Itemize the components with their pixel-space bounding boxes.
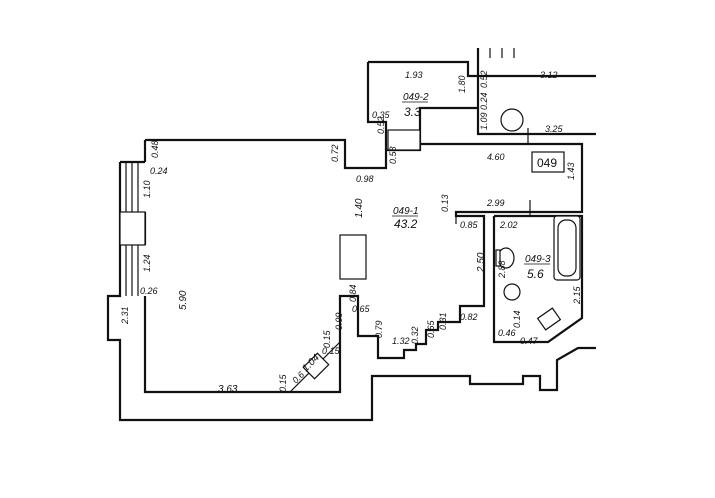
dim-label: 0.65 [426,319,436,338]
room-049-3-code: 049-3 [525,254,551,265]
dim-label: 1.10 [142,180,152,198]
room-049-2-wall [366,60,480,150]
dim-label: 0.52 [376,116,386,134]
apartment-number-box [531,151,565,173]
dim-label: 0.98 [356,174,374,184]
dim-label: 0.31 [438,312,448,330]
dim-label: 0.85 [460,220,479,230]
room-049-1-code: 049-1 [393,206,419,217]
apartment-number: 049 [537,156,557,170]
dim-label: 1.43 [566,162,576,180]
dim-label: 2.31 [120,306,130,325]
dim-label: 2.88 [497,260,507,279]
dim-label: 1.40 [354,198,365,218]
dim-label: 0.47 [520,336,539,346]
dim-label: 2.02 [499,220,518,230]
room-049-1-area: 43.2 [394,217,418,231]
room-049-2-door [387,129,421,151]
dim-label: 0.65 [352,304,371,314]
dim-label: 1.80 [457,75,467,93]
dim-label: 0.48 [150,140,160,158]
dim-label: 2.50 [476,252,487,273]
dim-label: 0.6 [290,369,306,385]
toilet-tank [495,249,501,267]
dim-label: 0.15 [322,329,332,348]
room-049-2-code: 049-2 [403,92,429,103]
dim-label: 1.93 [405,70,423,80]
dim-label: 4.60 [487,152,505,162]
dim-label: 2.15 [572,285,582,305]
dim-label: 0.84 [348,284,358,302]
dim-label: 0.99 [334,312,344,330]
dim-label: 1.09 [479,112,489,130]
corner-window [289,341,341,393]
dim-label: 0.35 [372,110,391,120]
dim-label: 1.24 [142,254,152,272]
dim-label: 0.15 [278,373,288,392]
left-windows [119,162,146,296]
room-049-3-area: 5.6 [527,267,544,281]
dim-label: 0.26 [140,286,158,296]
dim-label: 0.32 [410,326,420,344]
dim-label: 0.82 [460,312,478,322]
dim-label: 0.15 [322,346,341,356]
dim-label: 0.72 [330,144,340,162]
dim-label: 0.24 [150,166,168,176]
main-room-right-wall [528,142,584,214]
corridor-wall [476,48,596,136]
dim-label: 0.58 [388,146,398,164]
dim-label: 3.25 [545,124,564,134]
outer-wall [106,162,596,422]
dim-label: 0.14 [512,310,522,328]
bathtub-inner [557,219,577,277]
bidet [503,283,521,301]
sink [536,307,562,331]
dim-label: 5.90 [178,290,189,310]
dimension-labels: 1.93 1.80 0.35 0.52 0.52 0.24 1.09 3.12 … [120,70,582,395]
pipe-riser [500,108,524,132]
room-049-2-area: 3.3 [404,105,421,119]
column [339,234,367,280]
dim-label: 0.52 [479,70,489,88]
corridor-hatch [477,48,515,58]
dim-label: 3.63 [218,384,238,395]
dim-label: 2.99 [486,198,505,208]
dim-label: 0.13 [440,194,450,212]
dim-label: 0.46 [498,328,516,338]
dim-label: 3.12 [540,70,558,80]
dim-label: 0.24 [479,92,489,110]
dim-label: 1.32 [392,336,410,346]
dim-label: 0.79 [374,320,384,338]
